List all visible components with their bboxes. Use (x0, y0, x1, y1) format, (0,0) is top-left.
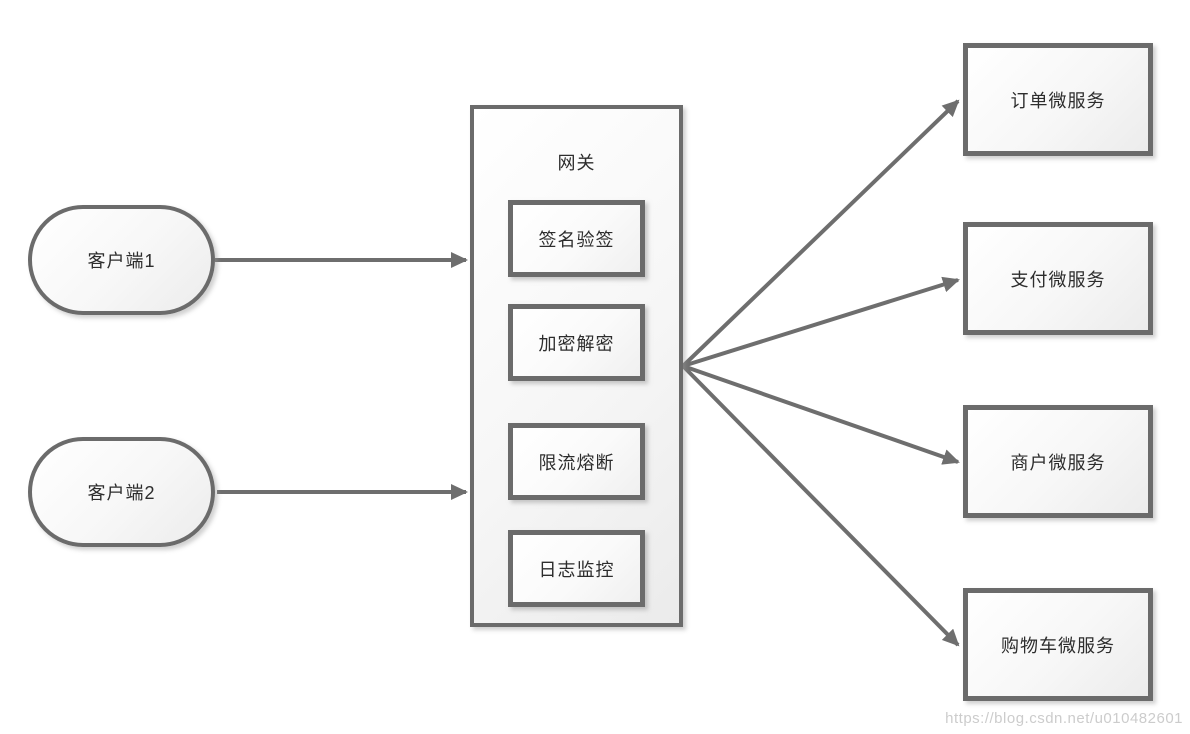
node-merchant-microservice: 商户微服务 (963, 405, 1153, 518)
gateway-feature-label: 加密解密 (538, 333, 615, 354)
gateway-feature-rate-limit-circuit-break: 限流熔断 (508, 423, 645, 500)
gateway-feature-label: 限流熔断 (538, 452, 615, 473)
node-client-1-label: 客户端1 (87, 251, 156, 271)
node-payment-microservice: 支付微服务 (963, 222, 1153, 335)
gateway-title: 网关 (557, 153, 596, 173)
gateway-feature-signature-verification: 签名验签 (508, 200, 645, 277)
node-order-microservice: 订单微服务 (963, 43, 1153, 156)
service-label: 订单微服务 (1010, 90, 1106, 111)
node-client-2: 客户端2 (28, 437, 215, 547)
arrow-gateway-to-order-service (681, 99, 960, 368)
node-client-2-label: 客户端2 (87, 483, 156, 503)
node-cart-microservice: 购物车微服务 (963, 588, 1153, 701)
node-gateway: 网关 签名验签 加密解密 限流熔断 日志监控 (470, 105, 683, 627)
gateway-feature-log-monitoring: 日志监控 (508, 530, 645, 607)
service-label: 商户微服务 (1010, 452, 1106, 473)
gateway-feature-encryption-decryption: 加密解密 (508, 304, 645, 381)
service-label: 购物车微服务 (1001, 635, 1115, 656)
gateway-feature-label: 日志监控 (538, 559, 615, 580)
watermark-url: https://blog.csdn.net/u010482601 (945, 710, 1183, 727)
gateway-feature-label: 签名验签 (538, 229, 615, 250)
arrow-gateway-to-payment-service (682, 276, 960, 368)
arrow-gateway-to-cart-service (681, 364, 960, 647)
service-label: 支付微服务 (1010, 269, 1106, 290)
arrow-gateway-to-merchant-service (682, 364, 960, 465)
node-client-1: 客户端1 (28, 205, 215, 315)
